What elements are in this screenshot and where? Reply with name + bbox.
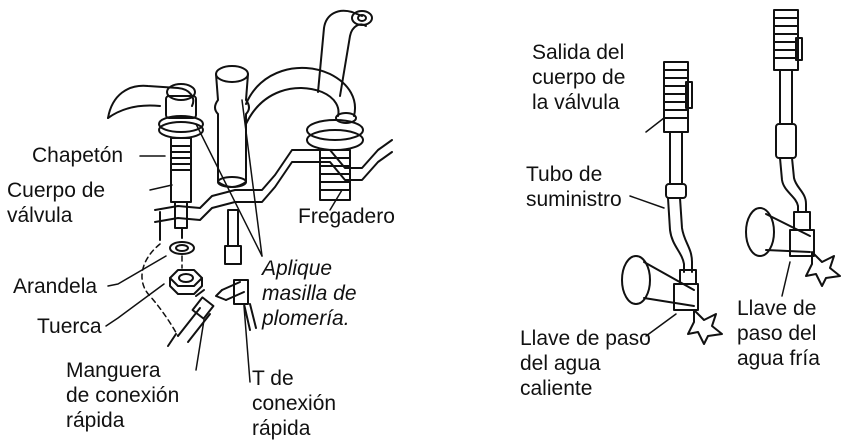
label-chapeton: Chapetón bbox=[32, 144, 124, 167]
label-line: válvula bbox=[7, 204, 73, 227]
escutcheon bbox=[158, 115, 204, 139]
label-line: suministro bbox=[526, 188, 622, 211]
quick-connect-hose bbox=[167, 289, 215, 347]
cold-shutoff-valve bbox=[745, 207, 841, 287]
label-line: Aplique bbox=[262, 257, 333, 280]
side-sprayer bbox=[317, 9, 373, 97]
label-arandela: Arandela bbox=[13, 275, 98, 298]
label-line: rápida bbox=[66, 409, 125, 432]
label-t-conexion: T de conexión rápida bbox=[252, 366, 336, 441]
label-line: de conexión bbox=[66, 384, 180, 407]
quick-connect-tee bbox=[215, 279, 257, 331]
label-llave-caliente: Llave de paso del agua caliente bbox=[520, 326, 651, 401]
hot-supply-tube bbox=[665, 183, 697, 285]
valve-handle bbox=[107, 83, 197, 119]
label-salida: Salida del cuerpo de la válvula bbox=[532, 40, 625, 115]
label-line: masilla de bbox=[262, 282, 357, 305]
label-line: rápida bbox=[252, 417, 311, 440]
underside-fittings bbox=[159, 209, 242, 265]
label-line: agua fría bbox=[737, 347, 820, 370]
label-fregadero: Fregadero bbox=[298, 205, 395, 228]
label-line: plomería. bbox=[262, 307, 350, 330]
cold-valve-outlet bbox=[773, 9, 803, 125]
leader-lines bbox=[105, 99, 343, 383]
label-line: paso del bbox=[737, 322, 817, 345]
cold-supply-tube bbox=[775, 123, 811, 231]
label-llave-fria: Llave de paso del agua fría bbox=[737, 296, 820, 371]
label-line: Llave de paso bbox=[520, 327, 651, 350]
label-aplique: Aplique masilla de plomería. bbox=[262, 256, 357, 331]
dashed-guides bbox=[141, 243, 183, 337]
right-leader-lines bbox=[629, 117, 791, 337]
label-tubo: Tubo de suministro bbox=[526, 162, 622, 212]
label-line: Cuerpo de bbox=[7, 179, 106, 202]
label-manguera: Manguera de conexión rápida bbox=[66, 358, 179, 433]
label-line: conexión bbox=[252, 392, 337, 415]
label-line: caliente bbox=[520, 377, 593, 400]
label-line: la válvula bbox=[532, 91, 620, 114]
right-valve-assembly bbox=[306, 119, 364, 201]
label-line: del agua bbox=[520, 352, 601, 375]
label-line: cuerpo de bbox=[532, 66, 626, 89]
sink-deck bbox=[154, 139, 393, 223]
spout-base bbox=[214, 65, 250, 188]
label-line: Manguera bbox=[66, 359, 161, 382]
label-line: T de bbox=[252, 367, 294, 390]
label-line: Salida del bbox=[532, 41, 625, 64]
label-cuerpo-valvula: Cuerpo de válvula bbox=[7, 178, 105, 228]
nut bbox=[169, 269, 203, 295]
washer bbox=[169, 241, 195, 255]
hot-valve-outlet bbox=[663, 61, 693, 185]
hot-shutoff-valve bbox=[621, 255, 723, 345]
valve-body bbox=[170, 137, 192, 229]
label-line: Llave de bbox=[737, 297, 817, 320]
label-line: Tubo de bbox=[526, 163, 603, 186]
label-tuerca: Tuerca bbox=[37, 315, 102, 338]
